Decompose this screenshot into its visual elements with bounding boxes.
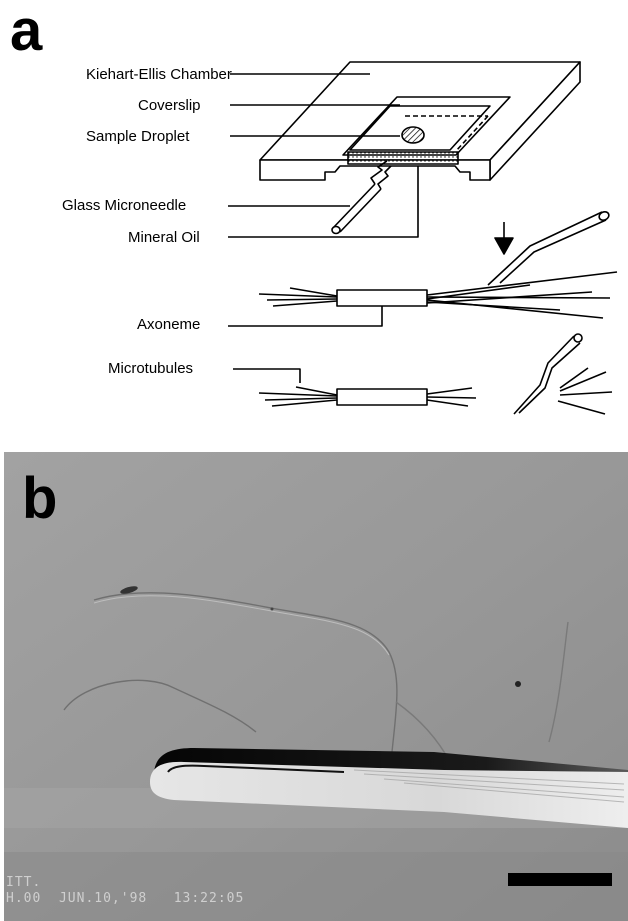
osd-line-1: ITT. [6, 875, 41, 890]
scale-bar [508, 873, 612, 886]
mineral-oil-layer [348, 152, 458, 164]
panel-b-letter: b [22, 470, 57, 528]
panel-b-micrograph: b ITT. H.00 JUN.10,'98 13:22:05 [4, 452, 628, 921]
sample-droplet [402, 127, 424, 143]
axoneme-upper [337, 290, 427, 306]
panel-a-schematic [0, 0, 628, 450]
axoneme-lower [337, 389, 427, 405]
osd-timestamp: H.00 JUN.10,'98 13:22:05 [6, 891, 244, 906]
microneedle [333, 184, 381, 232]
